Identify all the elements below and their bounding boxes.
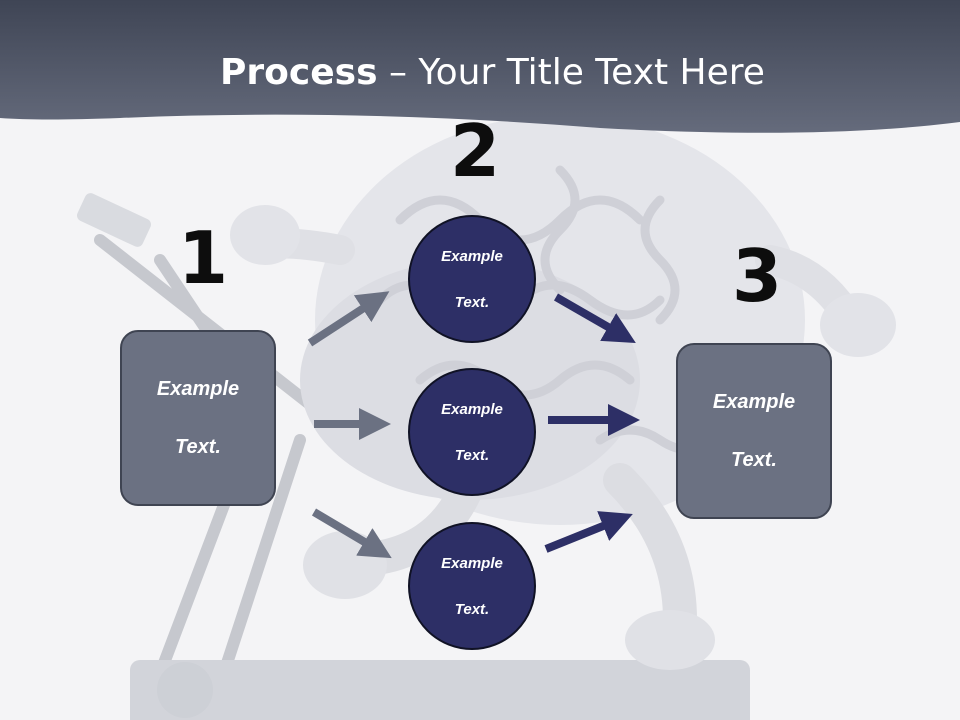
circle-2-line1: Example <box>441 400 503 418</box>
arrow-from-circle-1 <box>554 293 636 343</box>
arrow-to-circle-3 <box>311 508 392 559</box>
circle-1-line2: Text. <box>454 293 490 311</box>
title-bold: Process <box>220 52 378 93</box>
right-box-line1: Example <box>712 390 796 413</box>
circle-2-line2: Text. <box>454 446 490 464</box>
arrow-to-circle-1 <box>307 291 390 347</box>
circle-1-line1: Example <box>441 247 503 265</box>
right-box-line2: Text. <box>731 448 777 471</box>
left-box-line1: Example <box>156 377 240 400</box>
circle-3-line2: Text. <box>454 600 490 618</box>
slide-title: Process – Your Title Text Here <box>0 52 960 93</box>
circle-3-line1: Example <box>441 554 503 572</box>
title-rest: – Your Title Text Here <box>377 52 765 93</box>
step-number-3: 3 <box>732 234 783 318</box>
arrow-from-circle-3 <box>544 511 633 553</box>
step-number-1: 1 <box>178 216 229 300</box>
left-box-line2: Text. <box>175 435 221 458</box>
step-number-2: 2 <box>450 109 501 193</box>
